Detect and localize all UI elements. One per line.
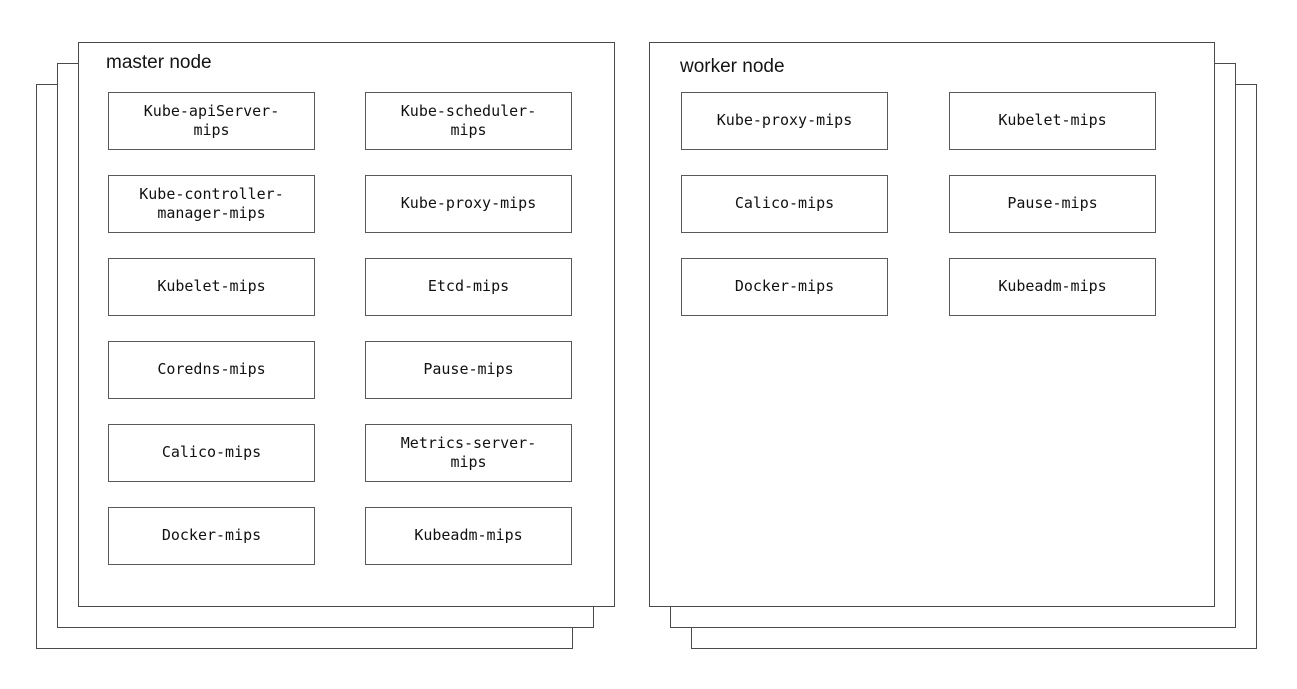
master-component-docker-mips: Docker-mips bbox=[108, 507, 315, 565]
component-label: Kube-proxy-mips bbox=[400, 194, 537, 213]
component-label: Docker-mips bbox=[161, 526, 262, 545]
master-component-coredns-mips: Coredns-mips bbox=[108, 341, 315, 399]
master-components-grid: Kube-apiServer- mips Kube-scheduler- mip… bbox=[108, 92, 572, 565]
component-label: Kubeadm-mips bbox=[998, 277, 1107, 296]
master-component-kubelet-mips: Kubelet-mips bbox=[108, 258, 315, 316]
master-component-kubeadm-mips: Kubeadm-mips bbox=[365, 507, 572, 565]
master-component-kube-controller-manager-mips: Kube-controller- manager-mips bbox=[108, 175, 315, 233]
component-label: Kube-controller- manager-mips bbox=[139, 184, 284, 223]
component-label: Etcd-mips bbox=[427, 277, 510, 296]
component-label: Kubeadm-mips bbox=[414, 526, 523, 545]
worker-component-kubeadm-mips: Kubeadm-mips bbox=[949, 258, 1156, 316]
component-label: Kube-proxy-mips bbox=[716, 111, 853, 130]
worker-component-kube-proxy-mips: Kube-proxy-mips bbox=[681, 92, 888, 150]
master-component-kube-apiserver-mips: Kube-apiServer- mips bbox=[108, 92, 315, 150]
master-component-kube-proxy-mips: Kube-proxy-mips bbox=[365, 175, 572, 233]
component-label: Pause-mips bbox=[1007, 194, 1098, 213]
master-component-calico-mips: Calico-mips bbox=[108, 424, 315, 482]
worker-node-box: worker node Kube-proxy-mips Kubelet-mips… bbox=[649, 42, 1215, 607]
component-label: Calico-mips bbox=[734, 194, 835, 213]
master-component-kube-scheduler-mips: Kube-scheduler- mips bbox=[365, 92, 572, 150]
master-node-title: master node bbox=[106, 52, 212, 73]
component-label: Kube-scheduler- mips bbox=[400, 101, 537, 140]
worker-component-kubelet-mips: Kubelet-mips bbox=[949, 92, 1156, 150]
master-component-metrics-server-mips: Metrics-server- mips bbox=[365, 424, 572, 482]
component-label: Coredns-mips bbox=[157, 360, 266, 379]
master-component-etcd-mips: Etcd-mips bbox=[365, 258, 572, 316]
worker-component-docker-mips: Docker-mips bbox=[681, 258, 888, 316]
component-label: Pause-mips bbox=[423, 360, 514, 379]
worker-node-title: worker node bbox=[680, 56, 785, 77]
master-component-pause-mips: Pause-mips bbox=[365, 341, 572, 399]
component-label: Metrics-server- mips bbox=[400, 433, 537, 472]
component-label: Calico-mips bbox=[161, 443, 262, 462]
component-label: Docker-mips bbox=[734, 277, 835, 296]
component-label: Kubelet-mips bbox=[998, 111, 1107, 130]
worker-components-grid: Kube-proxy-mips Kubelet-mips Calico-mips… bbox=[681, 92, 1156, 316]
master-node-box: master node Kube-apiServer- mips Kube-sc… bbox=[78, 42, 615, 607]
worker-component-pause-mips: Pause-mips bbox=[949, 175, 1156, 233]
worker-component-calico-mips: Calico-mips bbox=[681, 175, 888, 233]
component-label: Kubelet-mips bbox=[157, 277, 266, 296]
component-label: Kube-apiServer- mips bbox=[143, 101, 280, 140]
